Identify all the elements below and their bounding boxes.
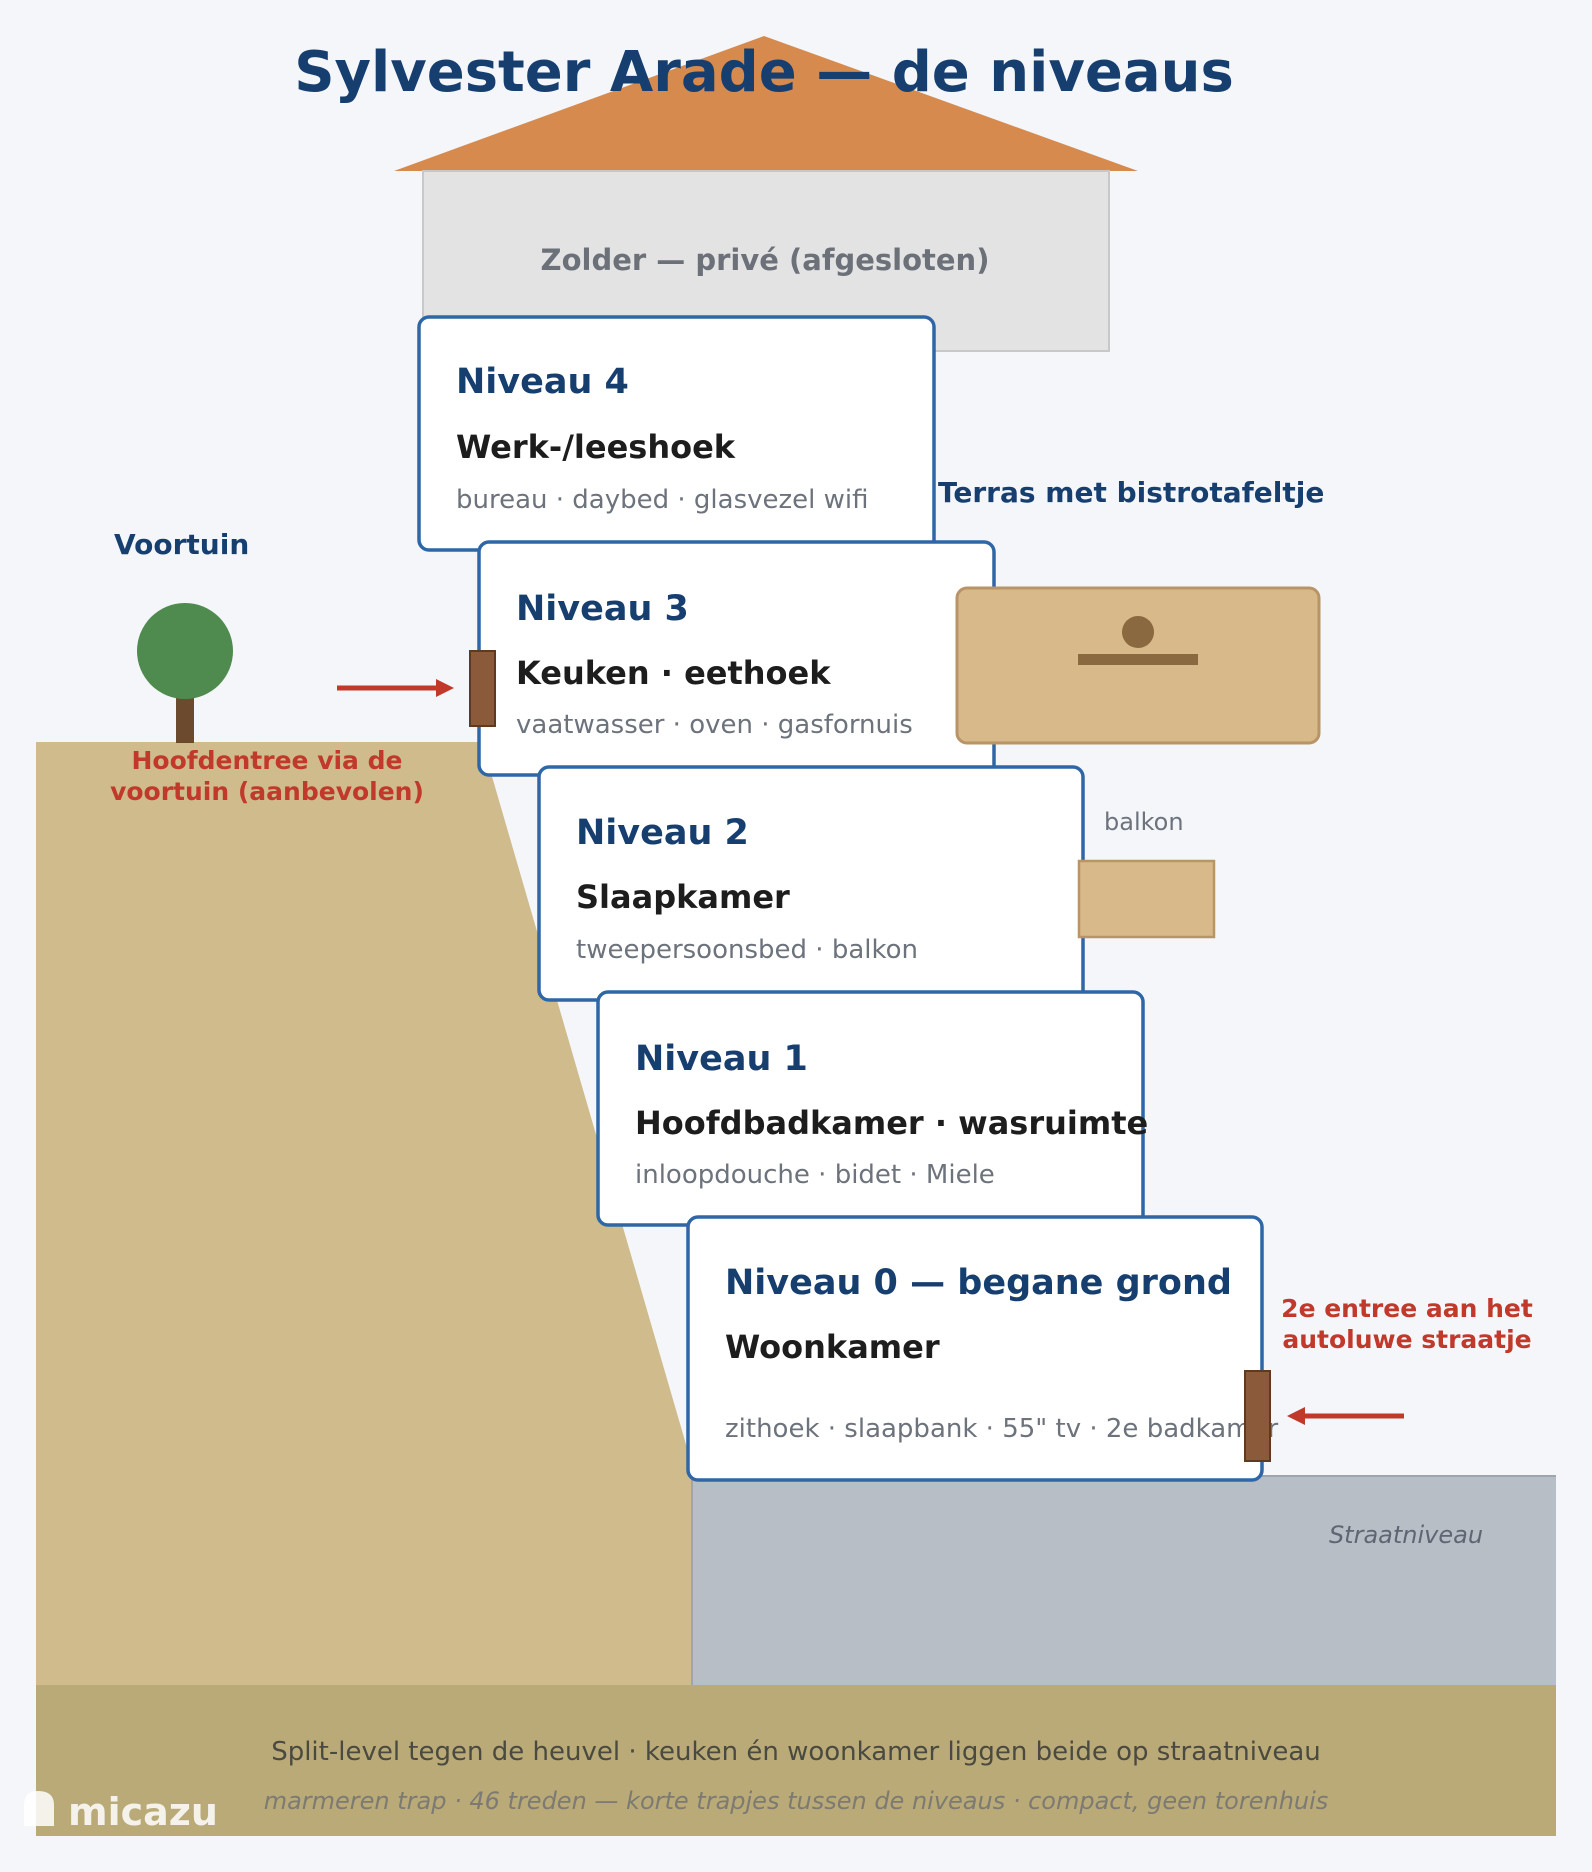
second-entrance-label-line1: 2e entree aan het — [1281, 1294, 1533, 1323]
level-4-features: bureau · daybed · glasvezel wifi — [456, 485, 869, 515]
balcony-label: balkon — [1104, 808, 1184, 836]
front-garden-label: Voortuin — [114, 528, 249, 561]
footer-line-2: marmeren trap · 46 treden — korte trapje… — [264, 1787, 1329, 1815]
micazu-logo-text: micazu — [68, 1790, 218, 1834]
level-4-card: Niveau 4 Werk-/leeshoek bureau · daybed … — [417, 315, 936, 552]
micazu-logo-icon — [24, 1791, 54, 1826]
second-entrance-label-line2: autoluwe straatje — [1282, 1325, 1531, 1354]
level-0-features: zithoek · slaapbank · 55" tv · 2e badkam… — [725, 1414, 1278, 1444]
roof — [394, 36, 1138, 171]
terrace-label: Terras met bistrotafeltje — [938, 476, 1324, 509]
tree-icon — [137, 603, 233, 743]
balcony-platform — [1077, 859, 1216, 939]
level-0-title: Niveau 0 — begane grond — [725, 1263, 1232, 1303]
level-2-title: Niveau 2 — [576, 813, 749, 853]
level-3-title: Niveau 3 — [516, 589, 689, 629]
level-4-title: Niveau 4 — [456, 362, 629, 402]
level-1-features: inloopdouche · bidet · Miele — [635, 1160, 995, 1190]
street-block — [692, 1476, 1556, 1685]
arrow-right-icon — [337, 679, 454, 697]
street-level-label: Straatniveau — [1329, 1521, 1483, 1549]
arrow-left-icon — [1287, 1407, 1404, 1425]
level-3-features: vaatwasser · oven · gasfornuis — [516, 710, 913, 740]
level-2-card: Niveau 2 Slaapkamer tweepersoonsbed · ba… — [537, 765, 1085, 1002]
ground-strip — [36, 1685, 1556, 1836]
level-3-room: Keuken · eethoek — [516, 654, 831, 692]
level-1-card: Niveau 1 Hoofdbadkamer · wasruimte inloo… — [596, 990, 1148, 1227]
door-icon — [1244, 1370, 1271, 1462]
bistro-table-icon — [1078, 616, 1198, 665]
door-icon — [469, 650, 496, 727]
terrace-platform — [955, 586, 1321, 745]
hill-shape — [36, 742, 692, 1685]
attic-label: Zolder — privé (afgesloten) — [541, 243, 990, 277]
level-1-room: Hoofdbadkamer · wasruimte — [635, 1104, 1148, 1142]
level-4-room: Werk-/leeshoek — [456, 428, 736, 466]
footer-line-1: Split-level tegen de heuvel · keuken én … — [271, 1737, 1321, 1767]
main-entrance-label-line1: Hoofdentree via de — [132, 746, 403, 775]
level-2-room: Slaapkamer — [576, 878, 790, 916]
level-2-features: tweepersoonsbed · balkon — [576, 935, 918, 965]
level-1-title: Niveau 1 — [635, 1039, 808, 1079]
page-title: Sylvester Arade — de niveaus — [294, 40, 1234, 105]
level-0-card: Niveau 0 — begane grond Woonkamer zithoe… — [686, 1215, 1278, 1482]
level-3-card: Niveau 3 Keuken · eethoek vaatwasser · o… — [477, 540, 996, 777]
level-0-room: Woonkamer — [725, 1328, 940, 1366]
main-entrance-label-line2: voortuin (aanbevolen) — [110, 777, 424, 806]
